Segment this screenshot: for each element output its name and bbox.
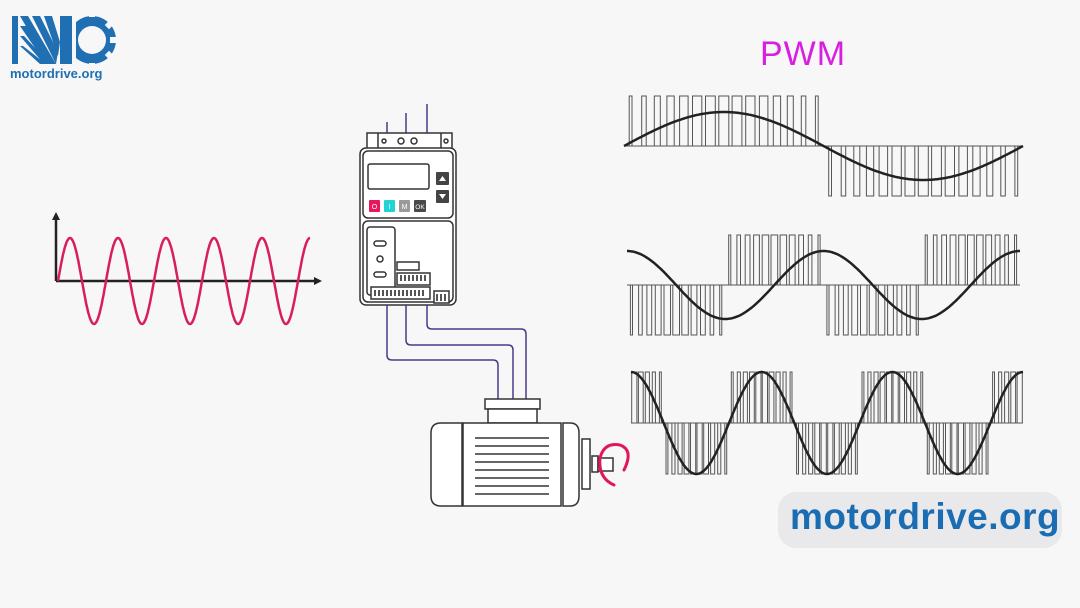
pwm-high-frequency (630, 370, 1024, 476)
terminal-pins (374, 275, 446, 301)
vfd-keypad: O I M OK (369, 172, 449, 212)
input-sine-graph (52, 212, 322, 326)
pwm-medium-frequency (627, 234, 1020, 336)
motor-wires (386, 305, 527, 400)
motor-cooling-fins (475, 437, 549, 495)
sine-wave (56, 236, 311, 326)
pwm-low-frequency (623, 95, 1024, 197)
stop-button[interactable]: O (369, 200, 380, 212)
svg-text:O: O (372, 204, 378, 211)
watermark-background (778, 492, 1062, 548)
watermark-text: motordrive.org (790, 496, 1061, 537)
down-arrow-button[interactable] (436, 190, 449, 203)
logo-text: motordrive.org (10, 66, 103, 81)
svg-text:OK: OK (415, 204, 425, 211)
ok-button[interactable]: OK (414, 200, 426, 212)
start-button[interactable]: I (384, 200, 395, 212)
motordrive-gear-logo-icon (12, 12, 118, 68)
motordrive-logo (10, 12, 120, 87)
up-arrow-button[interactable] (436, 172, 449, 185)
electric-motor (430, 398, 614, 507)
mode-button[interactable]: M (399, 200, 410, 212)
pwm-title: PWM (760, 35, 847, 73)
svg-text:I: I (389, 204, 391, 211)
shaft-rotation-icon (598, 443, 630, 487)
power-input-wires (386, 104, 428, 135)
variable-frequency-drive (359, 132, 457, 306)
svg-text:M: M (402, 204, 408, 211)
